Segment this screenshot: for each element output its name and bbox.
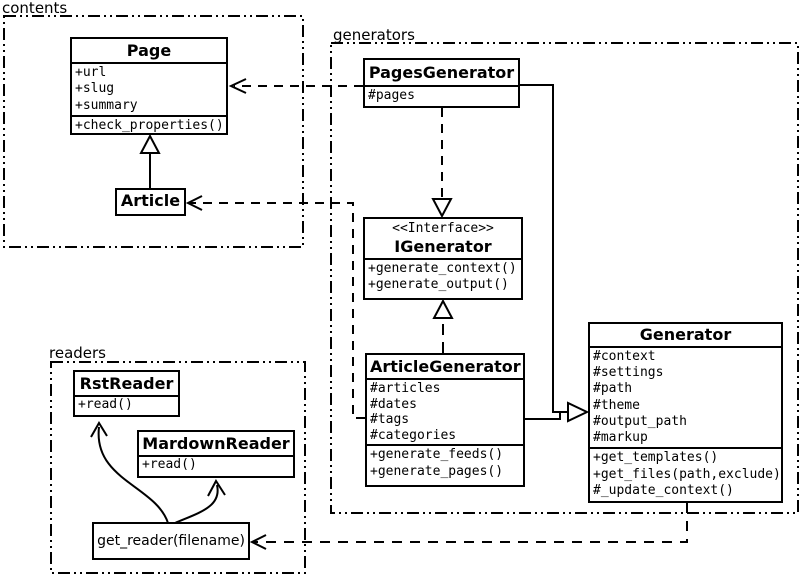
member-line: +generate_pages() — [370, 463, 504, 479]
member-line: #dates — [370, 396, 417, 412]
member-line: +generate_feeds() — [370, 447, 504, 463]
member-line: +slug — [75, 81, 115, 97]
member-line: +generate_context() — [368, 261, 517, 276]
class-box-articlegenerator: ArticleGenerator #articles #dates #tags … — [365, 353, 525, 487]
class-box-rstreader: RstReader +read() — [73, 370, 180, 417]
getreader-to-rstreader-arrow-line — [97, 426, 169, 524]
rstreader-methods: +read() — [75, 395, 178, 413]
articlegenerator-to-article-dependency-arrowhead — [185, 195, 203, 211]
page-attributes: +url +slug +summary — [72, 62, 226, 115]
generator-methods: +get_templates() +get_files(path,exclude… — [590, 447, 781, 501]
getreader-to-markdownreader-arrowhead — [207, 479, 226, 497]
generator-attributes: #context #settings #path #theme #output_… — [590, 346, 781, 447]
member-line: +url — [75, 65, 107, 80]
package-generators-border — [330, 42, 799, 514]
member-line: +generate_output() — [368, 277, 509, 293]
member-line: #pages — [368, 88, 415, 103]
igenerator-methods: +generate_context() +generate_output() — [365, 258, 521, 295]
class-title-markdownreader: MardownReader — [142, 434, 290, 453]
member-line: +check_properties() — [75, 118, 224, 134]
markdownreader-methods: +read() — [139, 455, 293, 473]
member-line: #output_path — [593, 413, 687, 429]
member-line: #path — [593, 381, 633, 397]
member-line: #tags — [370, 412, 410, 428]
pagesgenerator-to-page-dependency-arrowhead — [228, 78, 247, 94]
class-title-generator: Generator — [639, 325, 732, 344]
articlegenerator-attributes: #articles #dates #tags #categories — [367, 378, 523, 444]
package-contents-border — [3, 15, 304, 248]
generator-to-getreader-dependency-arrowhead — [249, 534, 267, 550]
igenerator-header: <<Interface>> IGenerator — [365, 219, 521, 258]
member-line: #_update_context() — [593, 483, 734, 499]
articlegenerator-to-article-dependency-line — [190, 202, 365, 419]
class-title-pagesgenerator: PagesGenerator — [368, 63, 515, 82]
page-methods: +check_properties() — [72, 115, 226, 134]
class-box-page: Page +url +slug +summary +check_properti… — [70, 37, 228, 135]
class-title-rstreader: RstReader — [79, 374, 174, 393]
member-line: +get_templates() — [593, 450, 719, 466]
class-box-generator: Generator #context #settings #path #them… — [588, 322, 783, 503]
generator-inheritance-triangle — [567, 401, 590, 423]
get-reader-box: get_reader(filename) — [92, 522, 250, 560]
package-readers-border — [50, 361, 306, 574]
package-generators-label: generators — [333, 26, 415, 44]
member-line: #articles — [370, 381, 441, 396]
class-title-igenerator: IGenerator — [394, 237, 492, 256]
class-box-pagesgenerator: PagesGenerator #pages — [363, 58, 520, 108]
articlegenerator-methods: +generate_feeds() +generate_pages() — [367, 444, 523, 481]
member-line: #markup — [593, 430, 648, 446]
class-title-page: Page — [126, 41, 172, 60]
member-line: #theme — [593, 397, 640, 413]
class-box-article: Article — [115, 188, 186, 216]
class-box-markdownreader: MardownReader +read() — [137, 430, 295, 478]
member-line: #context — [593, 349, 656, 364]
class-box-igenerator: <<Interface>> IGenerator +generate_conte… — [363, 217, 523, 300]
member-line: #settings — [593, 365, 664, 381]
pagesgenerator-attributes: #pages — [365, 85, 518, 105]
articlegenerator-to-igenerator-realization-triangle — [432, 298, 454, 319]
member-line: +read() — [142, 457, 197, 472]
package-contents-label: contents — [2, 0, 68, 17]
get-reader-label: get_reader(filename) — [97, 533, 245, 549]
class-title-article: Article — [120, 191, 181, 210]
member-line: +summary — [75, 97, 138, 113]
member-line: +read() — [78, 397, 133, 412]
member-line: +get_files(path,exclude) — [593, 466, 781, 482]
getreader-to-rstreader-arrowhead — [90, 421, 108, 438]
getreader-to-markdownreader-arrow-line — [174, 484, 219, 524]
igenerator-stereotype: <<Interface>> — [392, 221, 494, 236]
pagesgenerator-to-generator-inheritance-line — [520, 84, 568, 413]
articlegenerator-to-generator-inheritance-line — [525, 412, 561, 420]
generator-to-getreader-dependency-line — [254, 503, 688, 543]
article-to-page-inheritance-triangle — [139, 133, 161, 154]
package-readers-label: readers — [49, 344, 106, 362]
pagesgenerator-to-igenerator-realization-triangle — [431, 198, 453, 219]
class-title-articlegenerator: ArticleGenerator — [370, 357, 521, 376]
member-line: #categories — [370, 427, 457, 443]
